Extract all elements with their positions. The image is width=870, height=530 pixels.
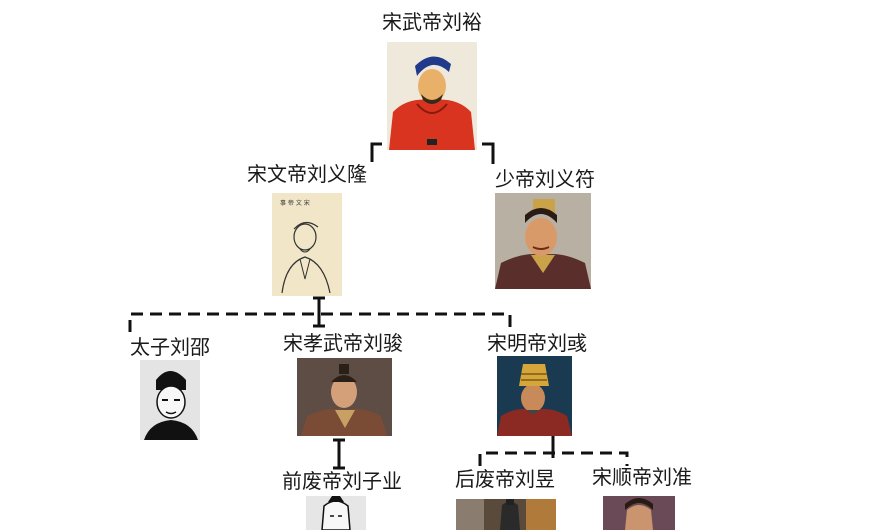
portrait-taizi xyxy=(140,360,200,440)
armored-game-portrait-icon xyxy=(297,358,392,436)
crowned-game-portrait-icon xyxy=(495,193,591,289)
portrait-shaodi xyxy=(495,193,591,289)
emperor-red-robe-portrait-icon xyxy=(387,42,477,150)
connector-mingdi-sons xyxy=(478,451,629,466)
portrait-wudi xyxy=(387,42,477,150)
name-wendi: 宋文帝刘义隆 xyxy=(247,162,367,186)
portrait-qianfei xyxy=(306,496,366,530)
portrait-shundi xyxy=(603,496,675,530)
ink-sketch-portrait-icon: 事 帝 文 宋 xyxy=(272,193,342,296)
photo-portrait-cropped-icon xyxy=(456,499,556,530)
portrait-wendi: 事 帝 文 宋 xyxy=(272,193,342,296)
name-qianfei: 前废帝刘子业 xyxy=(282,469,402,493)
name-xiaowu: 宋孝武帝刘骏 xyxy=(283,331,403,355)
portrait-houfei xyxy=(456,499,556,530)
name-shaodi: 少帝刘义符 xyxy=(495,167,595,191)
name-wudi: 宋武帝刘裕 xyxy=(382,10,482,34)
connector-wendi-sons xyxy=(128,312,512,332)
game-portrait-cropped-icon xyxy=(603,496,675,530)
woodcut-portrait-cropped-icon xyxy=(306,496,366,530)
portrait-xiaowu xyxy=(297,358,392,436)
name-houfei: 后废帝刘昱 xyxy=(455,467,555,491)
connector-wudi-sons xyxy=(370,142,495,164)
svg-text:事 帝 文 宋: 事 帝 文 宋 xyxy=(280,199,310,207)
name-taizi: 太子刘邵 xyxy=(130,335,210,359)
name-shundi: 宋顺帝刘准 xyxy=(592,465,692,489)
golden-crown-portrait-icon xyxy=(497,356,572,436)
ink-woodcut-portrait-icon xyxy=(140,360,200,440)
name-mingdi: 宋明帝刘彧 xyxy=(487,331,587,355)
portrait-mingdi xyxy=(497,356,572,436)
